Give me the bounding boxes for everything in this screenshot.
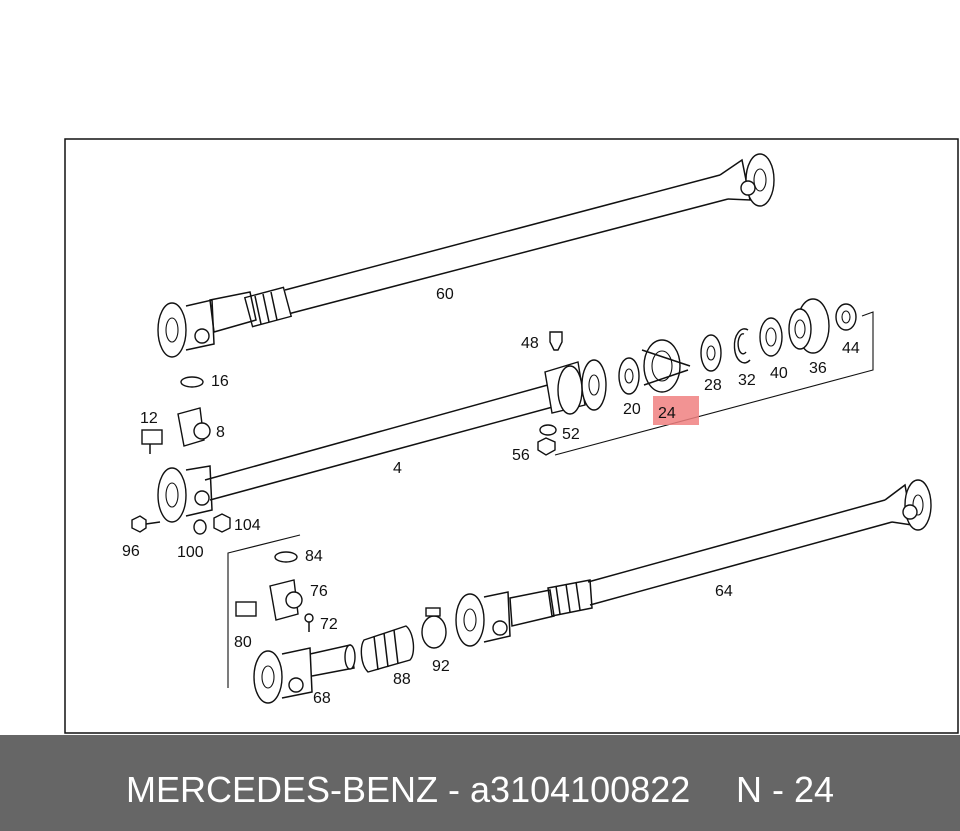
callout-16: 16 [211,373,229,390]
callout-92: 92 [432,658,450,675]
callout-56: 56 [512,447,530,464]
propeller-shaft-4 [157,359,607,523]
diagram-frame [64,138,959,734]
callout-12: 12 [140,410,158,427]
callout-8: 8 [216,424,225,441]
highlight-box [653,396,699,425]
callout-4: 4 [393,460,402,477]
callout-96: 96 [122,543,140,560]
callout-72: 72 [320,616,338,633]
propeller-shaft-64 [455,479,932,647]
callout-100: 100 [177,544,204,561]
position-caption: N - 24 [736,769,835,810]
callout-88: 88 [393,671,411,688]
center-bearing-parts [537,298,857,456]
callout-28: 28 [704,377,722,394]
callout-24: 24 [658,405,676,422]
propeller-shaft-68 [235,551,447,704]
parts-diagram: 60 48 16 12 8 4 52 56 20 24 28 32 40 36 … [64,138,959,734]
callout-60: 60 [436,286,454,303]
callout-32: 32 [738,372,756,389]
callout-68: 68 [313,690,331,707]
callout-104: 104 [234,517,261,534]
propeller-shaft-60 [157,153,775,358]
callout-36: 36 [809,360,827,377]
callout-52: 52 [562,426,580,443]
callout-48: 48 [521,335,539,352]
small-parts-left [131,376,231,535]
callout-84: 84 [305,548,323,565]
callout-40: 40 [770,365,788,382]
callout-64: 64 [715,583,733,600]
callout-76: 76 [310,583,328,600]
part-number-caption: MERCEDES-BENZ - a3104100822 [126,769,691,810]
callout-80: 80 [234,634,252,651]
callout-20: 20 [623,401,641,418]
callout-44: 44 [842,340,860,357]
caption-bar: MERCEDES-BENZ - a3104100822 N - 24 [0,735,960,831]
